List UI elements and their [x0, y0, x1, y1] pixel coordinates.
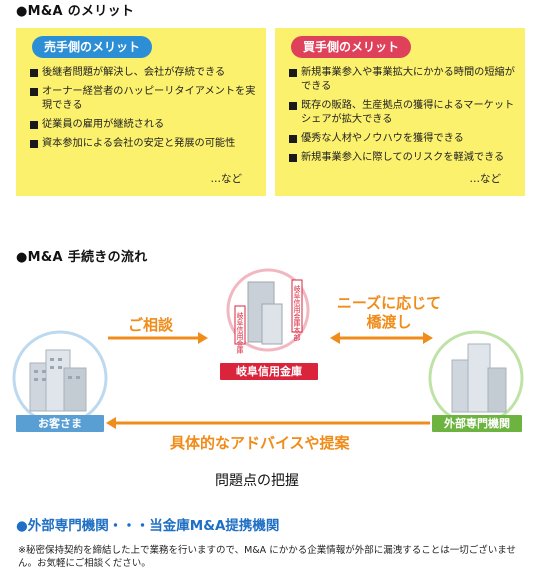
bridge-label-line2: 橋渡し	[366, 313, 412, 331]
list-item: 既存の販路、生産拠点の獲得によるマーケットシェアが拡大できる	[289, 99, 515, 127]
flow-diagram: 岐阜信用金庫 岐阜信用金庫本部	[12, 268, 524, 429]
seller-merit-panel: 売手側のメリット 後継者問題が解決し、会社が存続できる オーナー経営者のハッピー…	[16, 28, 266, 196]
bank-sign-2: 岐阜信用金庫	[236, 311, 244, 355]
flow-section-title: ●M&A 手続きの流れ	[16, 250, 148, 265]
buyer-merit-etc: …など	[469, 173, 502, 185]
bank-tag: 岐阜信用金庫	[220, 363, 318, 380]
list-item: 資本参加による会社の安定と発展の可能性	[30, 137, 256, 151]
list-item: 新規事業参入に際してのリスクを軽減できる	[289, 151, 515, 165]
buyer-merit-list: 新規事業参入や事業拡大にかかる時間の短縮ができる 既存の販路、生産拠点の獲得によ…	[289, 66, 515, 170]
seller-merit-label: 売手側のメリット	[32, 36, 153, 58]
customer-building-icon	[12, 330, 108, 426]
advice-arrow	[106, 417, 430, 429]
bridge-label-line1: ニーズに応じて	[336, 294, 442, 312]
list-item: 新規事業参入や事業拡大にかかる時間の短縮ができる	[289, 66, 515, 94]
seller-merit-list: 後継者問題が解決し、会社が存続できる オーナー経営者のハッピーリタイアメントを実…	[30, 66, 256, 156]
footnote: ※秘密保持契約を締結した上で業務を行いますので、M&A にかかる企業情報が外部に…	[18, 545, 516, 569]
expert-building-icon	[428, 330, 524, 426]
list-item: 優秀な人材やノウハウを獲得できる	[289, 132, 515, 146]
list-item: 従業員の雇用が継続される	[30, 118, 256, 132]
seller-merit-etc: …など	[210, 173, 243, 185]
buyer-merit-label: 買手側のメリット	[291, 36, 412, 58]
partner-section-title: ●外部専門機関・・・当金庫M&A提携機関	[16, 518, 280, 534]
bank-building-icon: 岐阜信用金庫 岐阜信用金庫本部	[226, 268, 310, 355]
customer-tag: お客さま	[16, 415, 104, 432]
bank-sign-1: 岐阜信用金庫本部	[293, 284, 301, 342]
problem-label: 問題点の把握	[215, 473, 299, 489]
consult-arrow	[108, 332, 208, 344]
bridge-arrow	[330, 332, 433, 344]
advice-label: 具体的なアドバイスや提案	[170, 434, 350, 452]
merit-section-title: ●M&A のメリット	[16, 4, 135, 19]
consult-label: ご相談	[128, 316, 174, 334]
list-item: 後継者問題が解決し、会社が存続できる	[30, 66, 256, 80]
expert-tag: 外部専門機関	[432, 415, 522, 432]
list-item: オーナー経営者のハッピーリタイアメントを実現できる	[30, 85, 256, 113]
buyer-merit-panel: 買手側のメリット 新規事業参入や事業拡大にかかる時間の短縮ができる 既存の販路、…	[275, 28, 525, 196]
